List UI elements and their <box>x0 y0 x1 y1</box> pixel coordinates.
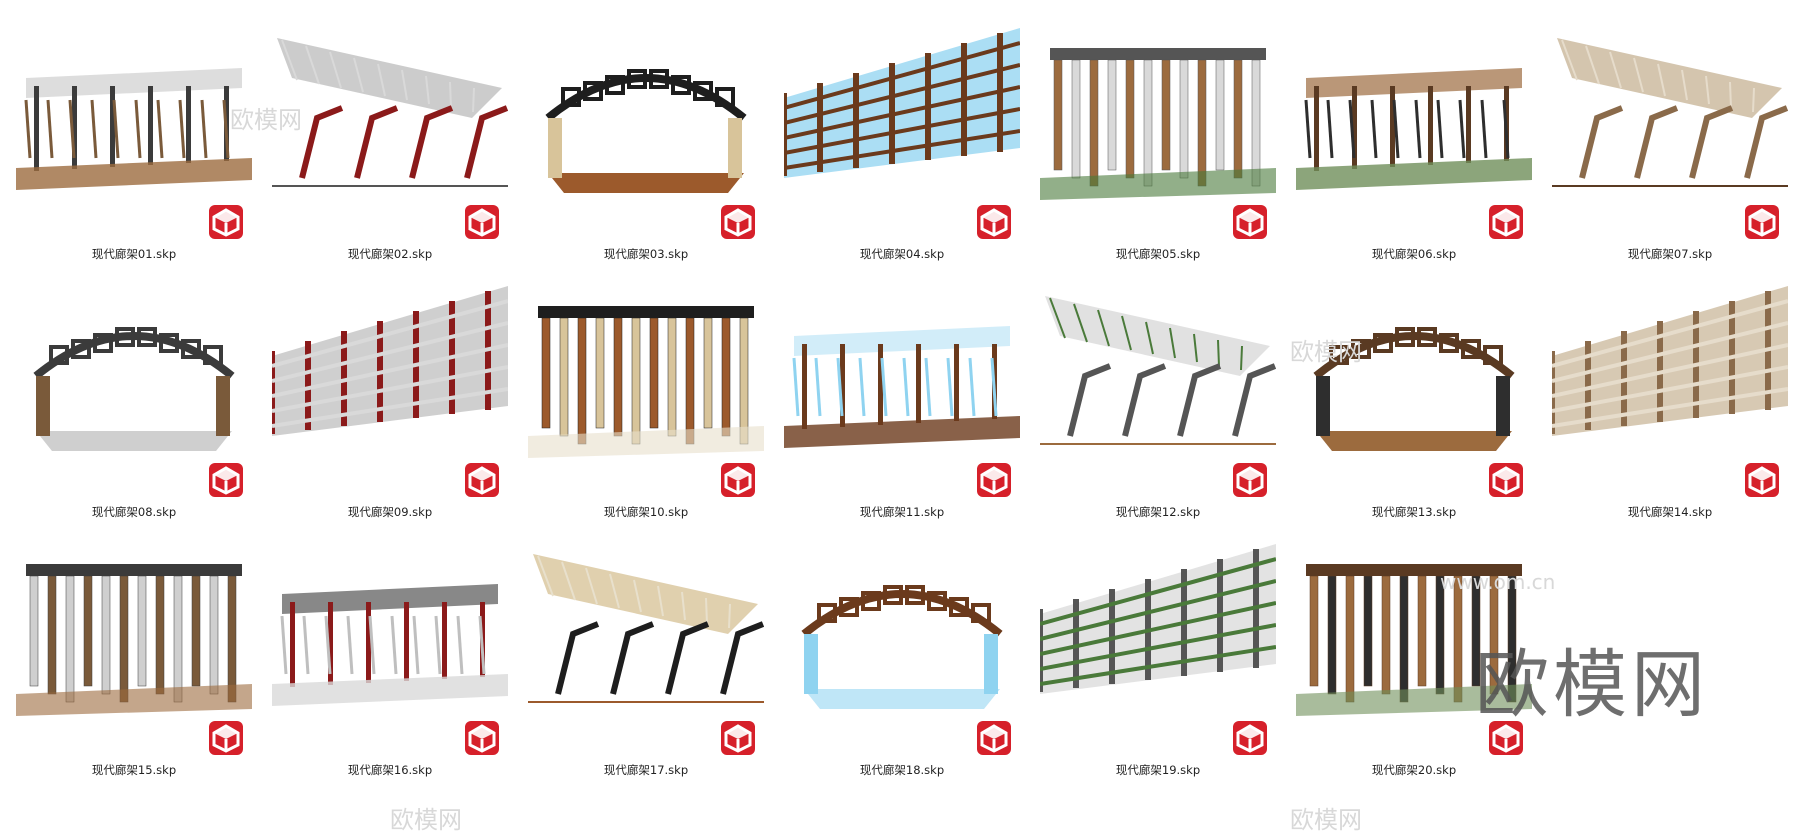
sketchup-icon <box>464 204 500 244</box>
file-name-label: 现代廊架20.skp <box>1371 763 1457 777</box>
file-name-label: 现代廊架19.skp <box>1115 763 1201 777</box>
sketchup-icon <box>1488 720 1524 760</box>
file-name-label: 现代廊架13.skp <box>1371 505 1457 519</box>
file-thumbnail[interactable] <box>1040 266 1276 466</box>
file-thumbnail[interactable] <box>16 524 252 724</box>
sketchup-icon <box>1744 204 1780 244</box>
sketchup-icon <box>720 204 756 244</box>
file-thumbnail[interactable] <box>784 266 1020 466</box>
file-thumbnail[interactable] <box>784 524 1020 724</box>
faint-watermark: www.om.cn <box>1440 570 1556 594</box>
file-name-label: 现代廊架08.skp <box>91 505 177 519</box>
sketchup-icon <box>976 204 1012 244</box>
file-name-label: 现代廊架03.skp <box>603 247 689 261</box>
sketchup-icon <box>208 204 244 244</box>
sketchup-icon <box>1232 204 1268 244</box>
file-thumbnail[interactable] <box>1296 8 1532 208</box>
file-name-label: 现代廊架17.skp <box>603 763 689 777</box>
faint-watermark: 欧模网 <box>1290 806 1362 834</box>
file-name-label: 现代廊架09.skp <box>347 505 433 519</box>
file-name-label: 现代廊架07.skp <box>1627 247 1713 261</box>
sketchup-icon <box>208 462 244 502</box>
faint-watermark: 欧模网 <box>390 806 462 834</box>
file-name-label: 现代廊架11.skp <box>859 505 945 519</box>
file-thumbnail[interactable] <box>1296 266 1532 466</box>
sketchup-icon <box>464 462 500 502</box>
file-name-label: 现代廊架04.skp <box>859 247 945 261</box>
file-thumbnail[interactable] <box>1040 524 1276 724</box>
file-name-label: 现代廊架16.skp <box>347 763 433 777</box>
site-watermark: 欧模网 <box>1475 642 1709 728</box>
file-name-label: 现代廊架06.skp <box>1371 247 1457 261</box>
file-name-label: 现代廊架14.skp <box>1627 505 1713 519</box>
file-name-label: 现代廊架12.skp <box>1115 505 1201 519</box>
file-thumbnail[interactable] <box>1552 8 1788 208</box>
file-name-label: 现代廊架10.skp <box>603 505 689 519</box>
file-name-label: 现代廊架18.skp <box>859 763 945 777</box>
file-name-label: 现代廊架02.skp <box>347 247 433 261</box>
file-thumbnail[interactable] <box>1296 524 1532 724</box>
file-thumbnail[interactable] <box>272 8 508 208</box>
faint-watermark: 欧模网 <box>1290 338 1362 366</box>
file-thumbnail[interactable] <box>16 266 252 466</box>
file-thumbnail[interactable] <box>272 524 508 724</box>
sketchup-icon <box>1488 462 1524 502</box>
sketchup-icon <box>976 720 1012 760</box>
sketchup-icon <box>1744 462 1780 502</box>
sketchup-icon <box>208 720 244 760</box>
file-thumbnail[interactable] <box>528 266 764 466</box>
file-thumbnail[interactable] <box>272 266 508 466</box>
sketchup-icon <box>976 462 1012 502</box>
file-thumbnail[interactable] <box>528 524 764 724</box>
file-name-label: 现代廊架01.skp <box>91 247 177 261</box>
file-name-label: 现代廊架05.skp <box>1115 247 1201 261</box>
file-name-label: 现代廊架15.skp <box>91 763 177 777</box>
file-thumbnail[interactable] <box>528 8 764 208</box>
file-thumbnail[interactable] <box>1040 8 1276 208</box>
file-thumbnail[interactable] <box>784 8 1020 208</box>
faint-watermark: 欧模网 <box>230 106 302 134</box>
file-thumbnail[interactable] <box>1552 266 1788 466</box>
sketchup-icon <box>720 720 756 760</box>
sketchup-icon <box>720 462 756 502</box>
sketchup-icon <box>1488 204 1524 244</box>
file-thumbnail[interactable] <box>16 8 252 208</box>
sketchup-icon <box>1232 462 1268 502</box>
sketchup-icon <box>464 720 500 760</box>
sketchup-icon <box>1232 720 1268 760</box>
file-thumbnail-grid: 现代廊架01.skp 现代廊架02.skp 现代廊架03.skp 现代廊架04.… <box>16 8 1788 777</box>
